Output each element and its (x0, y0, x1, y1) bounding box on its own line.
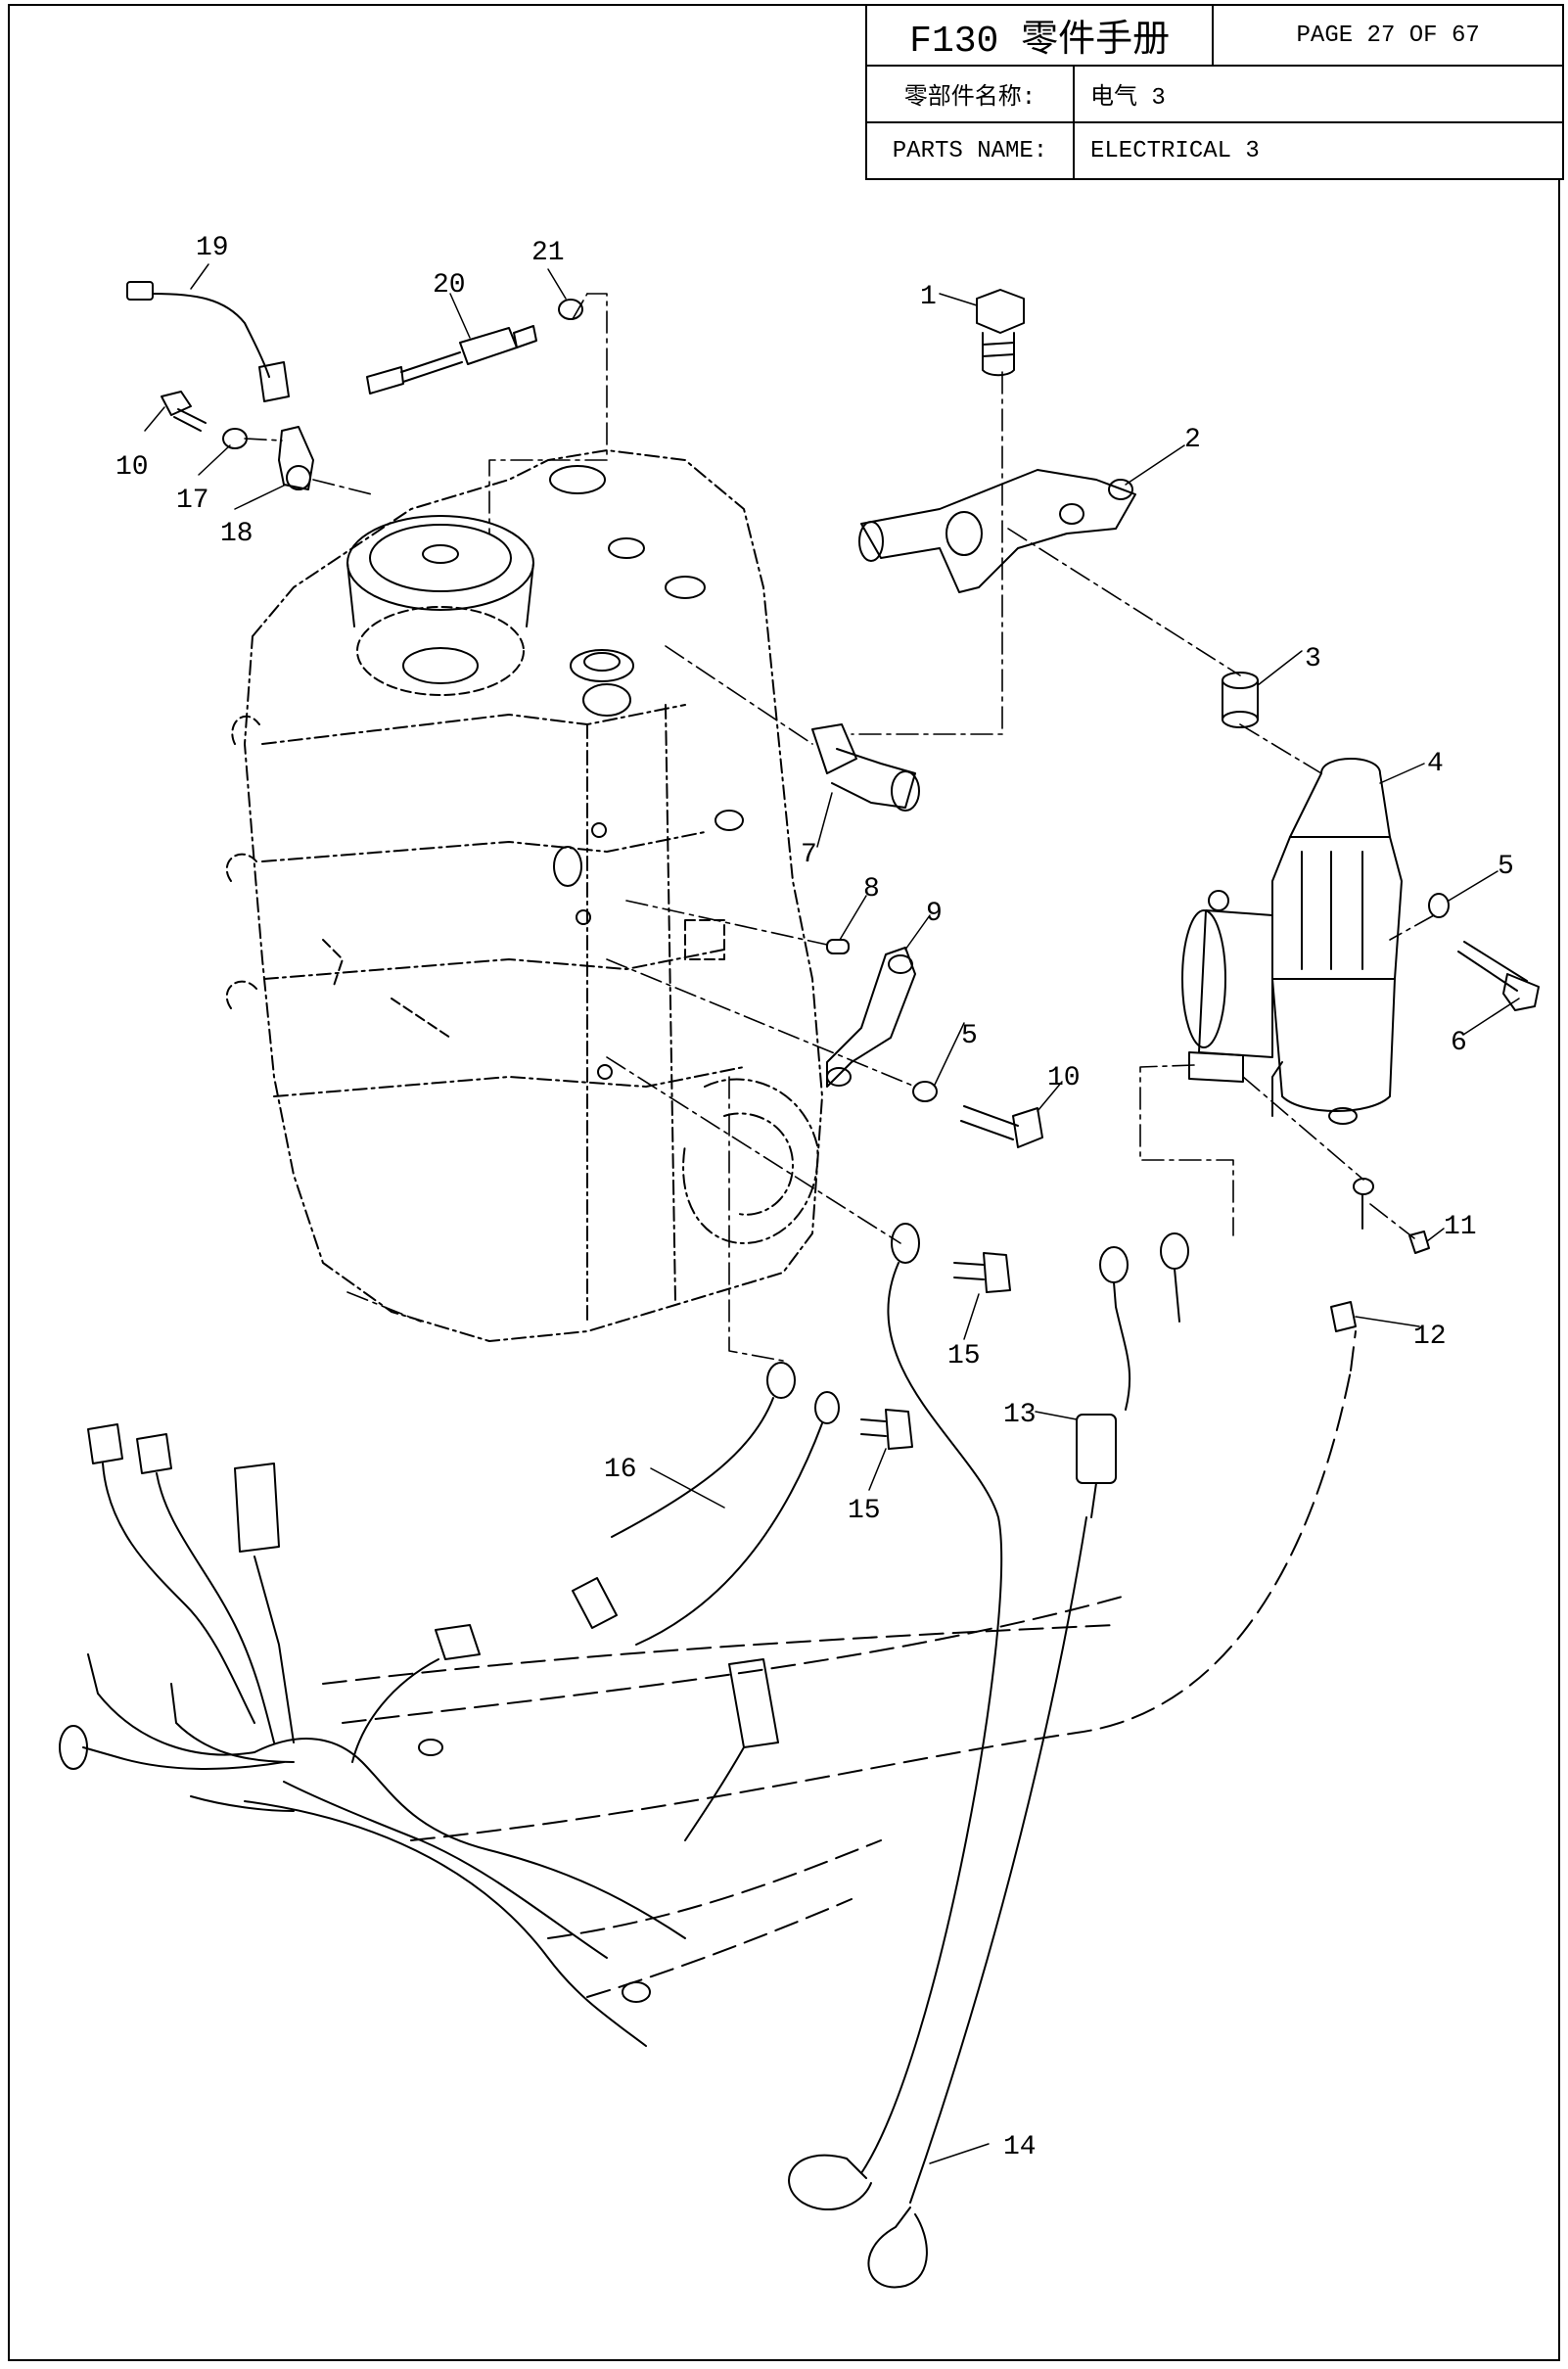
callout-13: 13 (1003, 1400, 1037, 1430)
part-17-washer (222, 428, 248, 449)
callout-5-lower: 5 (961, 1021, 978, 1051)
part-5-washer-lower (912, 1081, 938, 1102)
callout-7: 7 (801, 840, 817, 870)
callout-5-upper: 5 (1498, 852, 1514, 882)
part-11-screw (1408, 1231, 1430, 1254)
part-20-temp-sensor (366, 325, 537, 395)
part-8-pin (826, 939, 850, 954)
callout-12: 12 (1413, 1322, 1447, 1352)
part-19-sensor-lead (126, 281, 290, 402)
callout-17: 17 (176, 486, 209, 516)
part-4-starter-motor (1181, 758, 1403, 1125)
parts-name-label-cn: 零部件名称: (865, 65, 1075, 123)
part-14-battery-cable (788, 1223, 1087, 2289)
title-block: F130 零件手册 PAGE 27 OF 67 零部件名称: 电气 3 PART… (864, 4, 1564, 180)
callout-16: 16 (604, 1455, 637, 1485)
part-12-clip (1330, 1178, 1374, 1332)
callout-9: 9 (926, 899, 943, 929)
harness-routing (322, 1330, 1357, 1998)
part-3-collar (1222, 672, 1259, 728)
part-10-bolt-upper (161, 391, 207, 432)
callout-2: 2 (1184, 425, 1201, 455)
callout-20: 20 (433, 270, 466, 301)
drawing-frame (8, 4, 1560, 2361)
manual-title: F130 零件手册 (864, 4, 1215, 67)
part-16-ground-lead (572, 1362, 840, 1646)
callout-10-upper: 10 (115, 452, 149, 483)
part-18-knock-sensor (278, 426, 314, 490)
part-15-bolt-lower (860, 1409, 913, 1450)
callout-10-lower: 10 (1047, 1063, 1081, 1093)
explode-lines (244, 293, 1435, 1362)
block-bosses (549, 465, 744, 1080)
callout-4: 4 (1427, 749, 1444, 779)
part-21-o-ring (558, 299, 583, 320)
callout-3: 3 (1305, 644, 1321, 674)
callout-11: 11 (1444, 1212, 1477, 1242)
part-10-bolt-lower (960, 1105, 1043, 1148)
part-2-bracket (858, 469, 1136, 593)
parts-name-label-en: PARTS NAME: (865, 121, 1075, 180)
wiring-harness (59, 1423, 779, 2047)
part-5-washer-upper (1428, 893, 1450, 918)
part-9-link-arm (826, 947, 916, 1088)
callout-1: 1 (920, 282, 937, 312)
page-number: PAGE 27 OF 67 (1212, 4, 1564, 67)
engine-block (244, 449, 823, 1342)
part-6-bolt (1457, 941, 1540, 1011)
callout-18: 18 (220, 519, 254, 549)
callout-labels: 1 2 3 4 5 5 6 7 8 9 10 10 11 12 13 14 15… (115, 233, 1514, 2162)
leader-lines (144, 263, 1520, 2164)
part-15-bolt-upper (953, 1252, 1011, 1293)
part-1-bolt (976, 289, 1025, 377)
callout-14: 14 (1003, 2132, 1037, 2162)
callout-8: 8 (863, 874, 880, 905)
callout-15-lower: 15 (848, 1496, 881, 1526)
parts-name-value-en: ELECTRICAL 3 (1073, 121, 1564, 180)
callout-15-upper: 15 (947, 1341, 981, 1371)
parts-name-value-cn: 电气 3 (1073, 65, 1564, 123)
callout-6: 6 (1451, 1028, 1467, 1058)
callout-21: 21 (531, 238, 565, 268)
engine-bosses-left (225, 715, 725, 1039)
callout-19: 19 (196, 233, 229, 263)
part-13-fuse-holder (1076, 1232, 1189, 1518)
part-7-sensor (811, 723, 920, 812)
flywheel (346, 515, 534, 696)
